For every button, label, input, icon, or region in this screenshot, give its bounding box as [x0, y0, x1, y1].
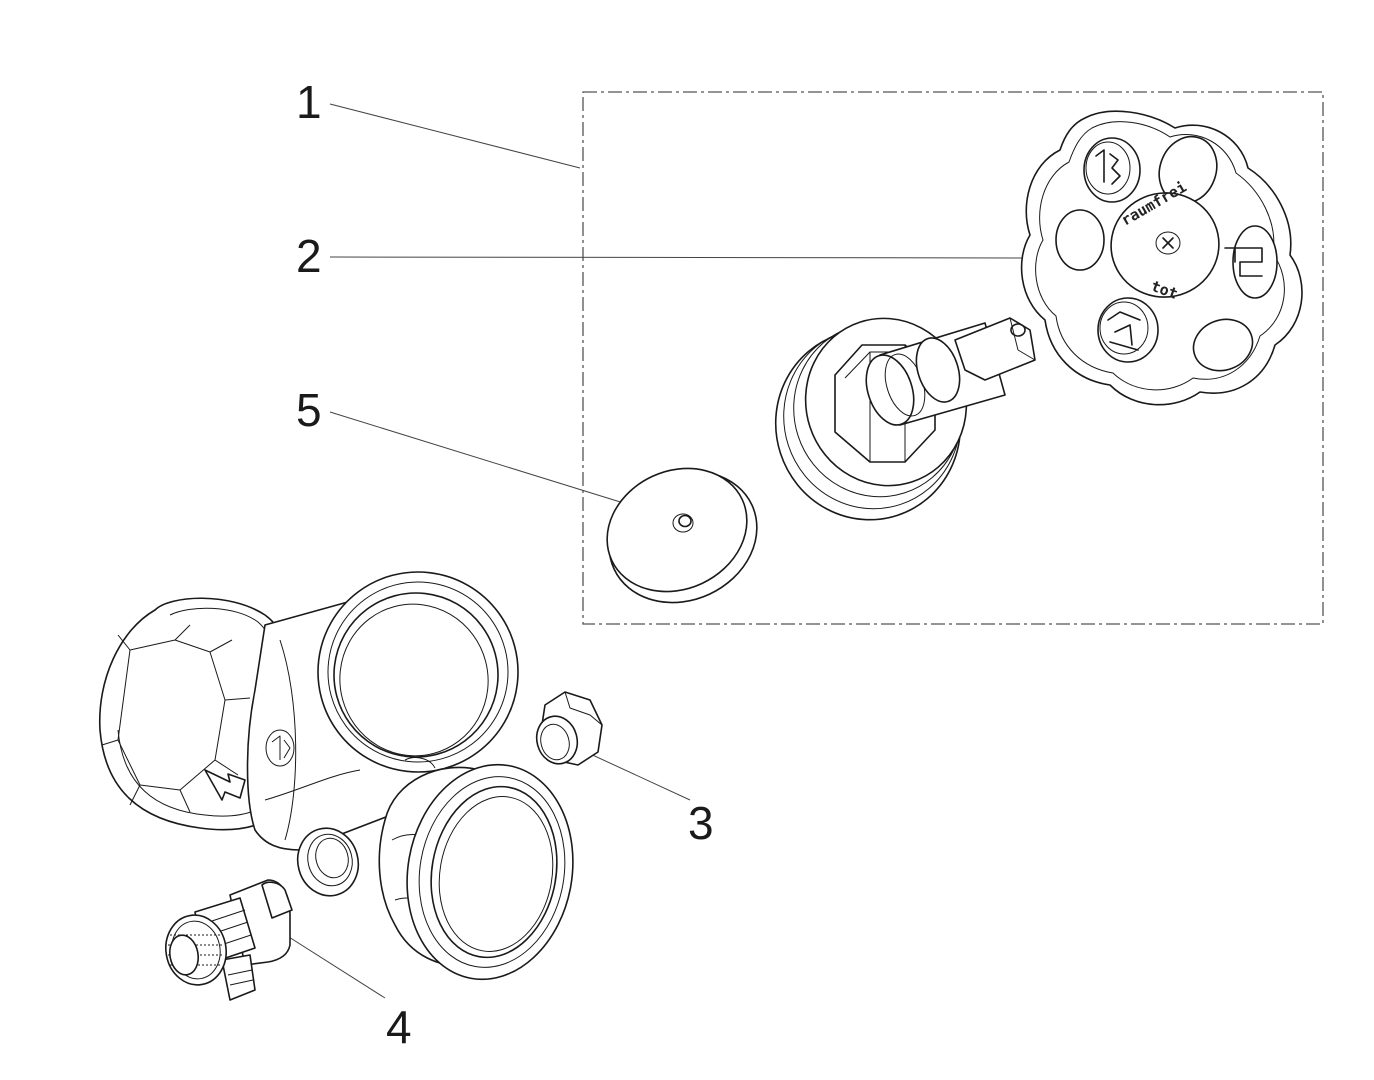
bonnet-assembly — [774, 317, 1036, 521]
leader-1 — [329, 103, 581, 169]
logo-mark-top — [1085, 141, 1131, 195]
leader-5 — [329, 411, 631, 506]
callout-5: 5 — [296, 384, 322, 436]
callout-1: 1 — [296, 76, 322, 128]
callout-2: 2 — [296, 230, 322, 282]
plug-part-3 — [535, 691, 603, 766]
leader-2 — [329, 256, 1031, 259]
handwheel-part-2: raumfrei tot — [1020, 110, 1303, 406]
drain-valve-part-4 — [165, 879, 293, 1001]
valve-disc-part-5 — [606, 467, 758, 604]
logo-mark-bottom — [1099, 301, 1149, 355]
callout-4: 4 — [386, 1001, 412, 1053]
callout-3: 3 — [688, 797, 714, 849]
assembly-boundary — [582, 91, 1324, 625]
valve-body — [98, 571, 574, 981]
logo-mark-right — [1224, 247, 1263, 277]
